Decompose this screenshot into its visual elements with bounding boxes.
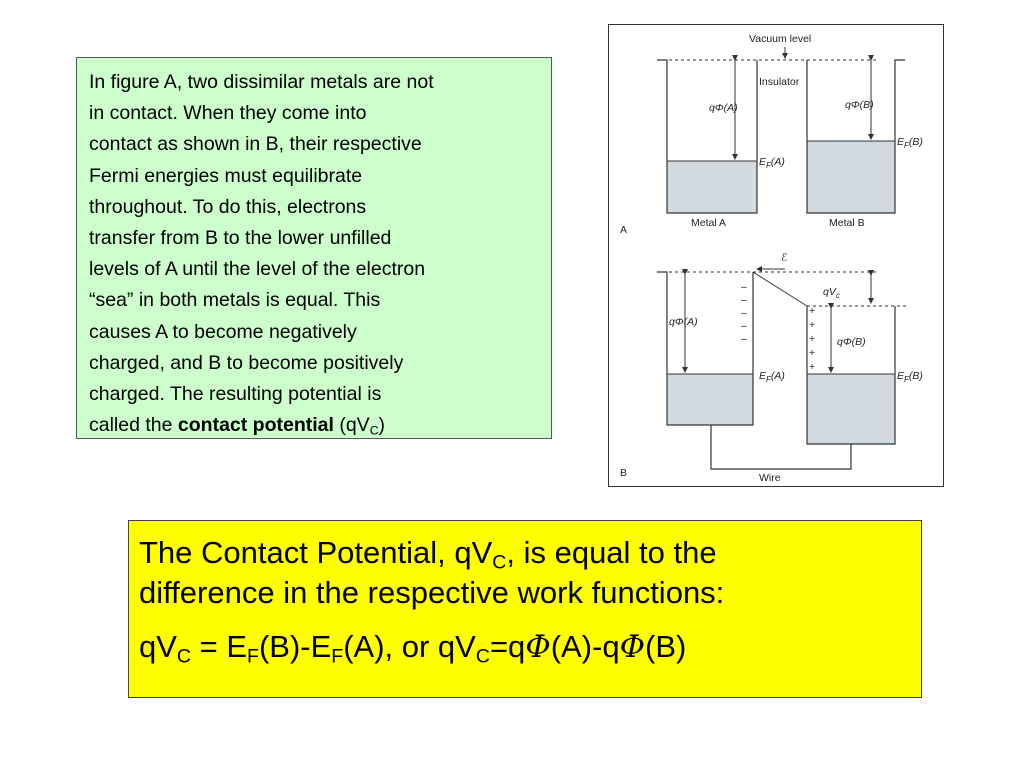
metal-b-well [806, 59, 905, 214]
text-fragment: The Contact Potential, qV [139, 535, 493, 570]
wire-line [710, 425, 852, 470]
subscript: F [247, 645, 259, 668]
metal-a-well [657, 59, 758, 214]
phi-a-label: qΦ(A) [709, 102, 738, 114]
text-line: contact as shown in B, their respective [89, 133, 422, 156]
field-symbol: ℰ [781, 252, 788, 264]
text-line: charged. The resulting potential is [89, 383, 382, 406]
negative-charge: – [741, 333, 747, 345]
text-fragment: ) [378, 414, 386, 437]
insulator-label: Insulator [759, 76, 800, 88]
metal-a-label: Metal A [691, 217, 726, 229]
metal-a-electron-sea-b [667, 374, 753, 425]
text-fragment: (B)-E [258, 629, 332, 664]
ef-a-label: EF(A) [759, 156, 785, 170]
text-fragment: , is equal to the [506, 535, 717, 570]
positive-charge: + [809, 319, 815, 331]
negative-charge: – [741, 294, 747, 306]
ef-a-label-b: EF(A) [759, 370, 785, 384]
subscript: C [475, 645, 490, 668]
phi-b-label-b: qΦ(B) [837, 336, 866, 348]
metal-b-label: Metal B [829, 217, 865, 229]
text-line: transfer from B to the lower unfilled [89, 227, 392, 250]
phi-b-label: qΦ(B) [845, 99, 874, 111]
text-fragment: (qV [333, 414, 370, 437]
text-fragment: qV [139, 629, 177, 664]
positive-charge: + [809, 305, 815, 317]
negative-charge: – [741, 281, 747, 293]
contact-potential-term: contact potential [177, 414, 334, 437]
positive-charge: + [809, 333, 815, 345]
phi-symbol: Φ [525, 629, 551, 665]
vacuum-level-label: Vacuum level [749, 33, 811, 45]
ef-b-label: EF(B) [897, 136, 923, 150]
text-line-last: called the contact potential (qVC) [89, 410, 541, 441]
explanation-text-box: In figure A, two dissimilar metals are n… [76, 57, 552, 439]
text-fragment: called the [89, 414, 178, 437]
energy-band-diagram: Vacuum level qΦ(A) Insulator EF(A) Metal… [620, 33, 923, 484]
text-line: “sea” in both metals is equal. This [89, 289, 381, 312]
text-line: In figure A, two dissimilar metals are n… [89, 71, 434, 93]
phi-a-label-b: qΦ(A) [669, 316, 698, 328]
subscript: C [176, 645, 192, 668]
metal-a-electron-sea [667, 161, 757, 213]
metal-b-electron-sea [807, 141, 895, 213]
metal-b-electron-sea-b [807, 374, 895, 444]
qv-label: qVc [823, 286, 840, 300]
energy-band-figure: Vacuum level qΦ(A) Insulator EF(A) Metal… [608, 24, 944, 487]
equation-line: qVC = EF(B)-EF(A), or qVC=qΦ(A)-qΦ(B) [139, 627, 913, 667]
text-fragment: (A), or qV [343, 629, 476, 664]
explanation-paragraph: In figure A, two dissimilar metals are n… [89, 67, 541, 441]
positive-charge: + [809, 347, 815, 359]
text-line: in contact. When they come into [89, 102, 367, 125]
panel-a-label: A [620, 224, 627, 236]
text-line: causes A to become negatively [89, 320, 357, 343]
subscript: C [369, 423, 379, 438]
wire-label: Wire [759, 472, 781, 484]
text-line: charged, and B to become positively [89, 351, 404, 374]
text-fragment: (B) [645, 629, 687, 664]
text-fragment: = E [191, 629, 248, 664]
definition-line-2: difference in the respective work functi… [139, 575, 725, 610]
contact-field-slope [752, 271, 808, 307]
negative-charge: – [741, 320, 747, 332]
contact-potential-box: The Contact Potential, qVC, is equal to … [128, 520, 922, 698]
phi-symbol: Φ [619, 629, 646, 665]
panel-b-label: B [620, 467, 627, 479]
subscript: C [492, 551, 507, 574]
ef-b-label-b: EF(B) [897, 370, 923, 384]
negative-charge: – [741, 307, 747, 319]
positive-charge: + [809, 361, 815, 373]
text-fragment: (A)-q [550, 629, 620, 664]
definition-line-1: The Contact Potential, qVC, is equal to … [139, 533, 913, 573]
text-fragment: =q [489, 629, 526, 664]
text-line: Fermi energies must equilibrate [89, 164, 363, 187]
text-line: levels of A until the level of the elect… [89, 258, 426, 281]
subscript: F [331, 645, 344, 668]
text-line: throughout. To do this, electrons [89, 195, 367, 218]
